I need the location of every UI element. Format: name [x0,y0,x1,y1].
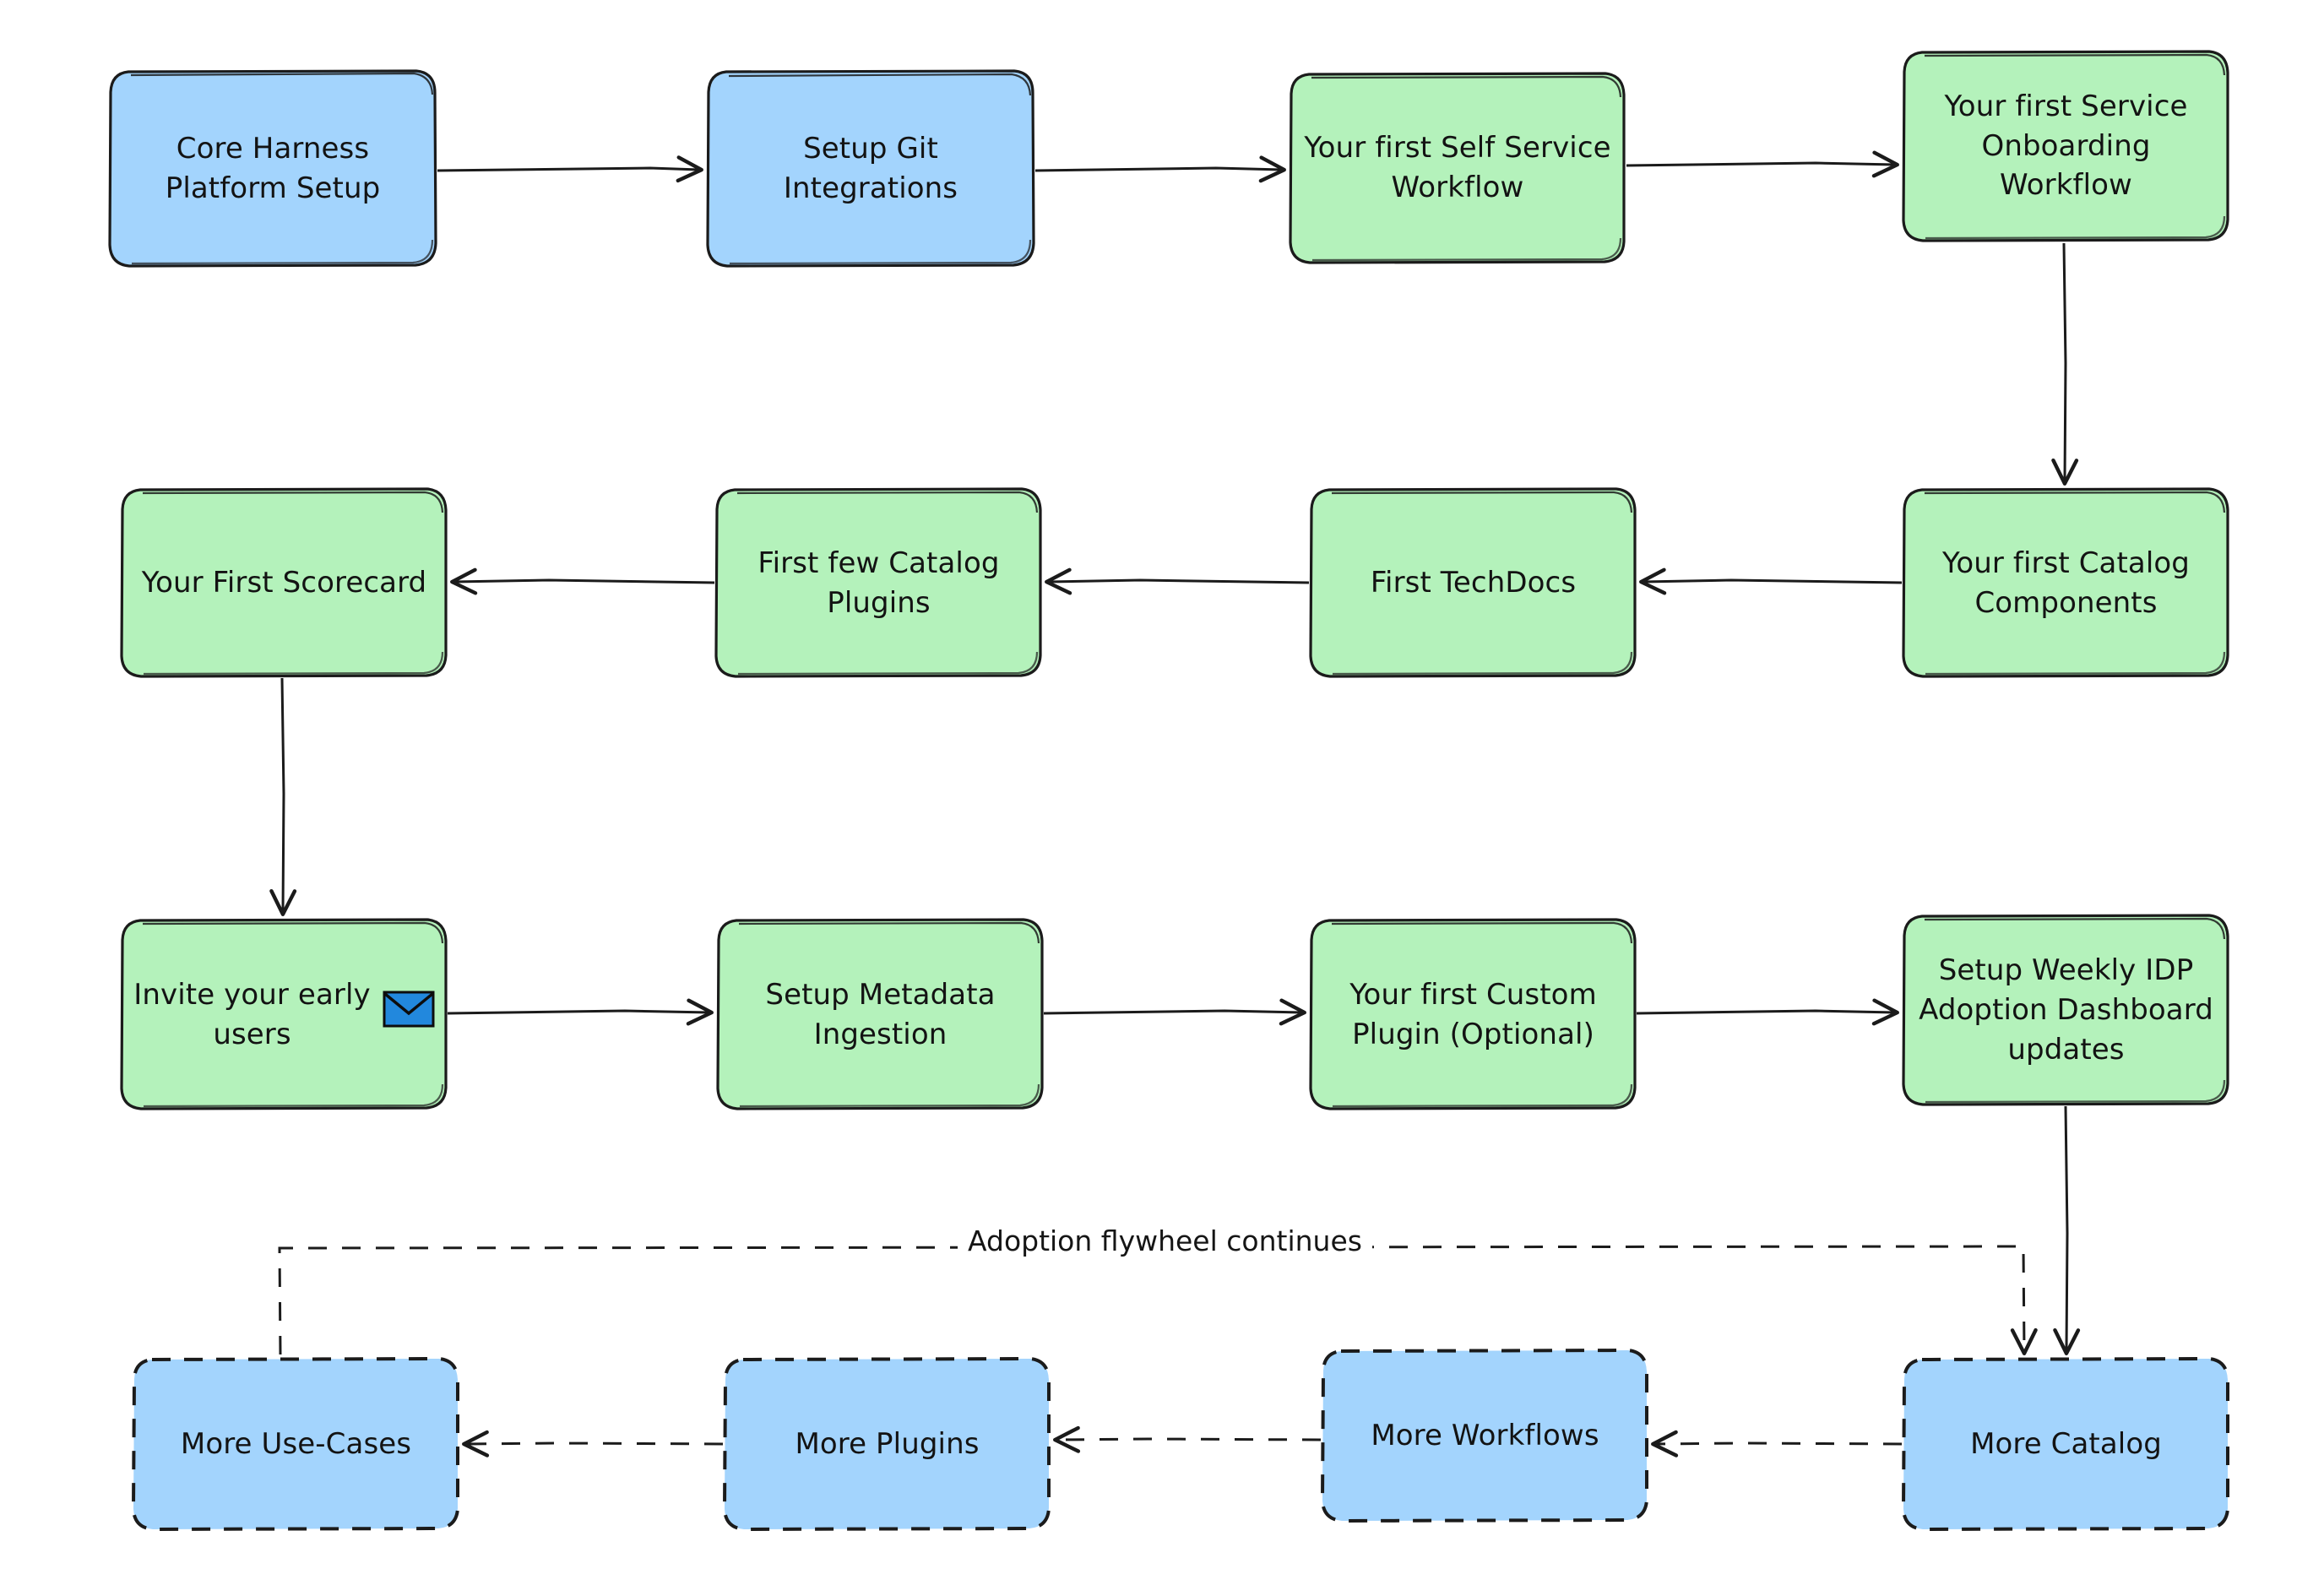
node-more-plugins[interactable]: More Plugins [725,1360,1050,1529]
edge-label-adoption-flywheel-continues: Adoption flywheel continues [958,1223,1372,1259]
node-first-few-catalog-plugins[interactable]: First few Catalog Plugins [716,490,1041,676]
edge-paths [269,150,2081,1458]
edge-metadata-to-customplugin [1043,998,1306,1026]
edge-scorecard-to-invite [269,677,297,916]
node-shape-first-techdocs[interactable] [1309,487,1637,678]
node-label: More Catalog [1970,1427,2162,1462]
node-your-first-scorecard[interactable]: Your First Scorecard [122,490,447,676]
edge-moreplugins-to-moreusecases [462,1430,724,1458]
node-shape-more-catalog[interactable] [1901,1356,2229,1532]
edge-onboarding-to-catalogcomponents [2051,242,2079,486]
node-more-use-cases[interactable]: More Use-Cases [133,1360,459,1529]
node-shape-your-first-self-service-workflow[interactable] [1289,72,1626,264]
node-label: Setup Git Integrations [783,132,958,205]
edge-label-text: Adoption flywheel continues [968,1224,1362,1257]
node-shape-more-plugins[interactable] [722,1356,1051,1532]
edge-flywheel-loop [278,1245,2038,1355]
node-label: Your first Custom Plugin (Optional) [1349,977,1597,1051]
node-label: Your First Scorecard [141,566,427,600]
node-label: Core Harness Platform Setup [165,132,381,205]
edge-catalogcomponents-to-techdocs [1639,567,1903,595]
node-shape-core-harness-platform-setup[interactable] [108,69,437,268]
node-setup-weekly-idp-adoption-dashboard-updates[interactable]: Setup Weekly IDP Adoption Dashboard upda… [1903,916,2229,1105]
node-shape-setup-git-integrations[interactable] [706,69,1035,268]
node-setup-metadata-ingestion[interactable]: Setup Metadata Ingestion [718,920,1043,1109]
node-shapes [108,50,2229,1532]
node-your-first-self-service-workflow[interactable]: Your first Self Service Workflow [1290,74,1625,262]
node-label: Your first Self Service Workflow [1304,131,1611,204]
node-label: More Use-Cases [180,1427,412,1462]
node-shape-your-first-catalog-components[interactable] [1902,487,2229,678]
envelope-icon [383,991,435,1039]
node-first-techdocs[interactable]: First TechDocs [1311,490,1636,676]
node-label: More Plugins [795,1427,980,1462]
node-shape-invite-your-early-users[interactable] [120,918,448,1110]
node-label: More Workflows [1371,1419,1599,1453]
node-label: Setup Metadata Ingestion [765,977,996,1051]
node-your-first-custom-plugin[interactable]: Your first Custom Plugin (Optional) [1311,920,1636,1109]
node-shape-more-use-cases[interactable] [131,1356,459,1532]
node-label: Setup Weekly IDP Adoption Dashboard upda… [1919,953,2213,1067]
node-core-harness-platform-setup[interactable]: Core Harness Platform Setup [110,72,436,266]
edge-moreworkflows-to-moreplugins [1053,1425,1322,1453]
edge-invite-to-metadata [447,998,714,1026]
edge-techdocs-to-catalogplugins [1045,567,1310,595]
node-shape-setup-metadata-ingestion[interactable] [716,918,1044,1110]
node-label: First TechDocs [1370,566,1577,600]
node-label: Your first Service Onboarding Workflow [1944,89,2188,203]
node-label: Your first Catalog Components [1941,546,2190,620]
edge-customplugin-to-weeklyidp [1636,998,1899,1026]
edge-selfservice-to-onboarding [1626,150,1899,178]
edge-weeklyidp-to-morecatalog [2053,1105,2081,1355]
node-label: First few Catalog Plugins [757,546,1000,620]
node-shape-setup-weekly-idp-adoption-dashboard-updates[interactable] [1902,914,2229,1106]
node-shape-more-workflows[interactable] [1320,1348,1648,1523]
node-shape-your-first-service-onboarding-workflow[interactable] [1902,50,2229,242]
node-label: Invite your early users [133,977,371,1051]
edge-core-to-git [437,155,703,183]
edge-morecatalog-to-moreworkflows [1651,1430,1903,1458]
node-your-first-service-onboarding-workflow[interactable]: Your first Service Onboarding Workflow [1903,52,2229,240]
node-more-catalog[interactable]: More Catalog [1903,1360,2229,1529]
node-shape-first-few-catalog-plugins[interactable] [714,487,1042,678]
node-invite-your-early-users[interactable]: Invite your early users [122,920,447,1109]
node-setup-git-integrations[interactable]: Setup Git Integrations [708,72,1034,266]
edge-catalogplugins-to-scorecard [450,567,715,595]
node-your-first-catalog-components[interactable]: Your first Catalog Components [1903,490,2229,676]
node-more-workflows[interactable]: More Workflows [1322,1351,1648,1521]
edge-git-to-selfservice [1034,155,1286,183]
node-shape-your-first-custom-plugin[interactable] [1309,918,1637,1110]
node-shape-your-first-scorecard[interactable] [120,487,448,678]
